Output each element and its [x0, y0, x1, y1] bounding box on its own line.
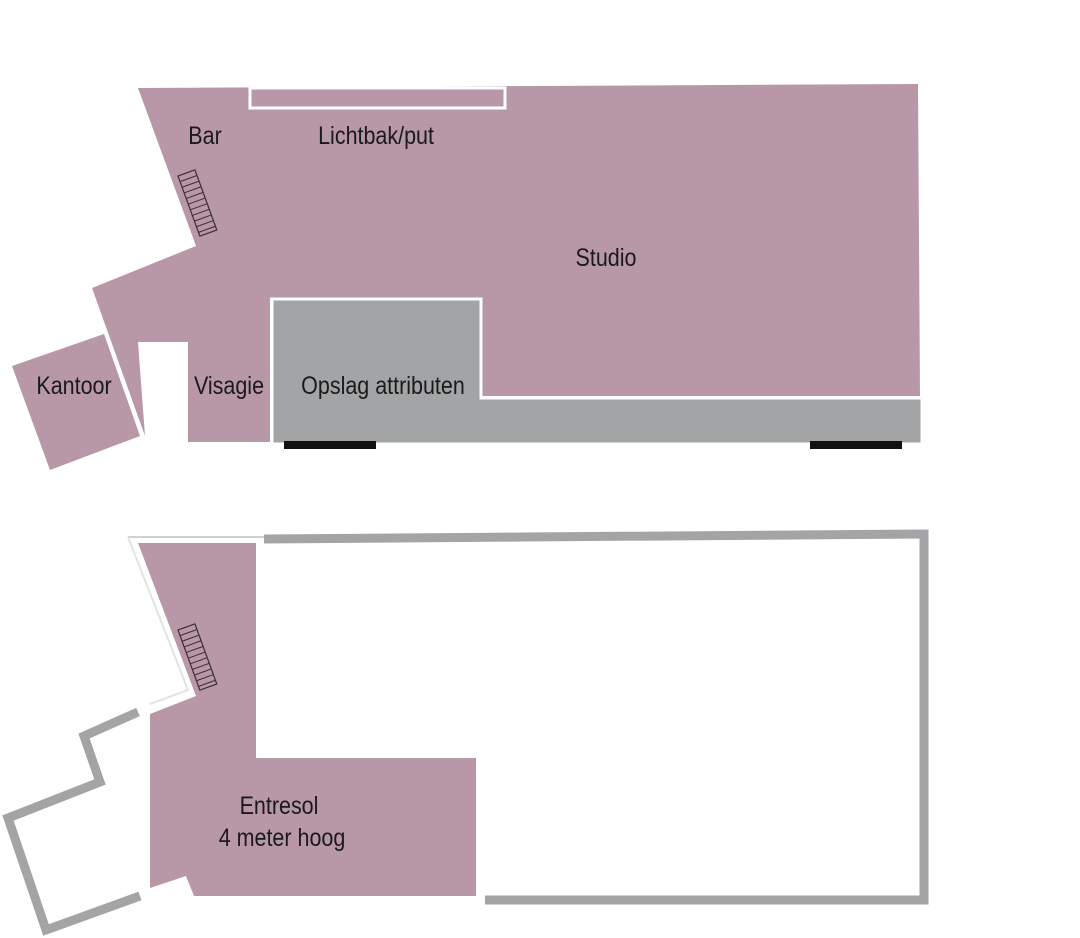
door-left — [284, 441, 376, 449]
upper-wall-thin-2 — [127, 536, 190, 705]
label-studio: Studio — [576, 243, 637, 271]
staircase-upper-icon — [177, 623, 218, 691]
ground-floor: Bar Lichtbak/put Studio Kantoor Visagie … — [12, 84, 924, 470]
label-opslag: Opslag attributen — [301, 371, 465, 399]
label-lichtbak: Lichtbak/put — [318, 121, 434, 149]
label-entresol-height: 4 meter hoog — [219, 823, 346, 851]
upper-floor: Entresol 4 meter hoog — [2, 529, 929, 936]
entresol-room — [138, 543, 476, 896]
label-entresol: Entresol — [240, 791, 319, 819]
upper-wall-top-right — [263, 529, 929, 905]
visagie-room — [190, 344, 270, 442]
upper-wall-left — [2, 707, 142, 936]
label-kantoor: Kantoor — [36, 371, 111, 399]
lichtbak-well — [248, 86, 507, 110]
studio-room — [92, 84, 920, 442]
kantoor-room — [12, 334, 140, 470]
label-visagie: Visagie — [194, 371, 264, 399]
opslag-room — [270, 297, 924, 446]
label-bar: Bar — [188, 121, 222, 149]
door-right — [810, 441, 902, 449]
staircase-ground-icon — [177, 169, 218, 237]
